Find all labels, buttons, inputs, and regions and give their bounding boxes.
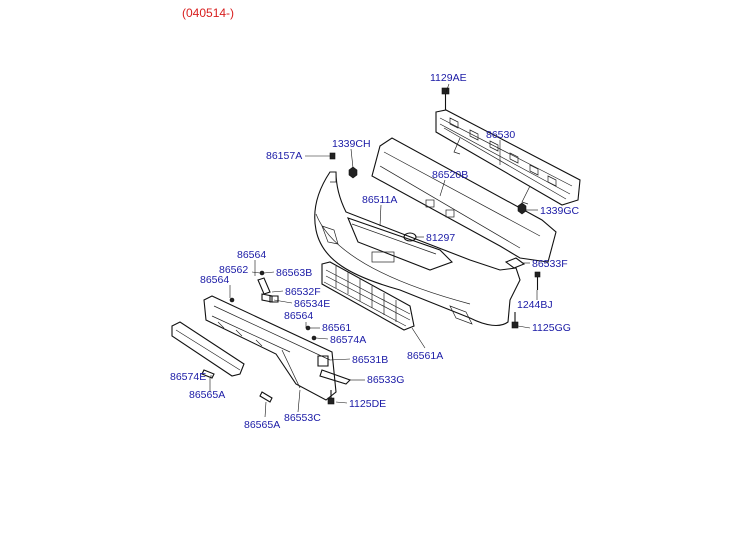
label-1129AE: 1129AE [430,72,467,84]
label-86531B: 86531B [352,354,388,366]
label-86534E: 86534E [294,298,330,310]
front-skirt-drawing [203,295,337,401]
label-1339GC: 1339GC [540,205,580,217]
energy-absorber-drawing [371,137,557,263]
small-parts-drawing [201,270,352,405]
nut-1339GC-icon [517,202,527,215]
part-labels: 1129AE 86530 1339CH 86157A 86520B 86511A… [170,72,580,431]
label-86563B: 86563B [276,267,312,279]
label-86511A: 86511A [362,194,397,206]
lower-strip-86574E-drawing [171,321,245,377]
bolt-1125GG-icon [511,312,519,329]
label-86530: 86530 [486,129,515,141]
label-86562: 86562 [219,264,248,276]
label-81297: 81297 [426,232,455,244]
label-86574E: 86574E [170,371,206,383]
screw-86157A-icon [329,152,336,160]
label-86561: 86561 [322,322,351,334]
bolt-1129AE-icon [441,87,450,110]
label-86520B: 86520B [432,169,468,181]
label-86574A: 86574A [330,334,366,346]
label-86564-mid: 86564 [284,310,313,322]
label-1125DE: 1125DE [349,398,386,410]
label-86533G: 86533G [367,374,404,386]
bumper-cover-drawing [314,171,521,327]
lower-grille-drawing [321,261,415,331]
label-86553C: 86553C [284,412,321,424]
label-86564-left: 86564 [200,274,229,286]
label-86533F: 86533F [532,258,568,270]
label-86565A-bottom: 86565A [244,419,280,431]
label-86157A: 86157A [266,150,302,162]
label-86565A-left: 86565A [189,389,225,401]
label-86532F: 86532F [285,286,321,298]
leader-lines [209,83,538,418]
bumper-beam-drawing [435,109,581,206]
label-86564-top: 86564 [237,249,266,261]
bracket-86533F-icon [504,257,526,269]
label-86561A: 86561A [407,350,443,362]
label-1125GG: 1125GG [532,322,571,334]
label-1244BJ: 1244BJ [517,299,553,311]
label-1339CH: 1339CH [332,138,371,150]
nut-1339CH-icon [348,166,358,179]
bolt-1244BJ-icon [534,271,541,290]
date-code: (040514-) [182,6,234,20]
